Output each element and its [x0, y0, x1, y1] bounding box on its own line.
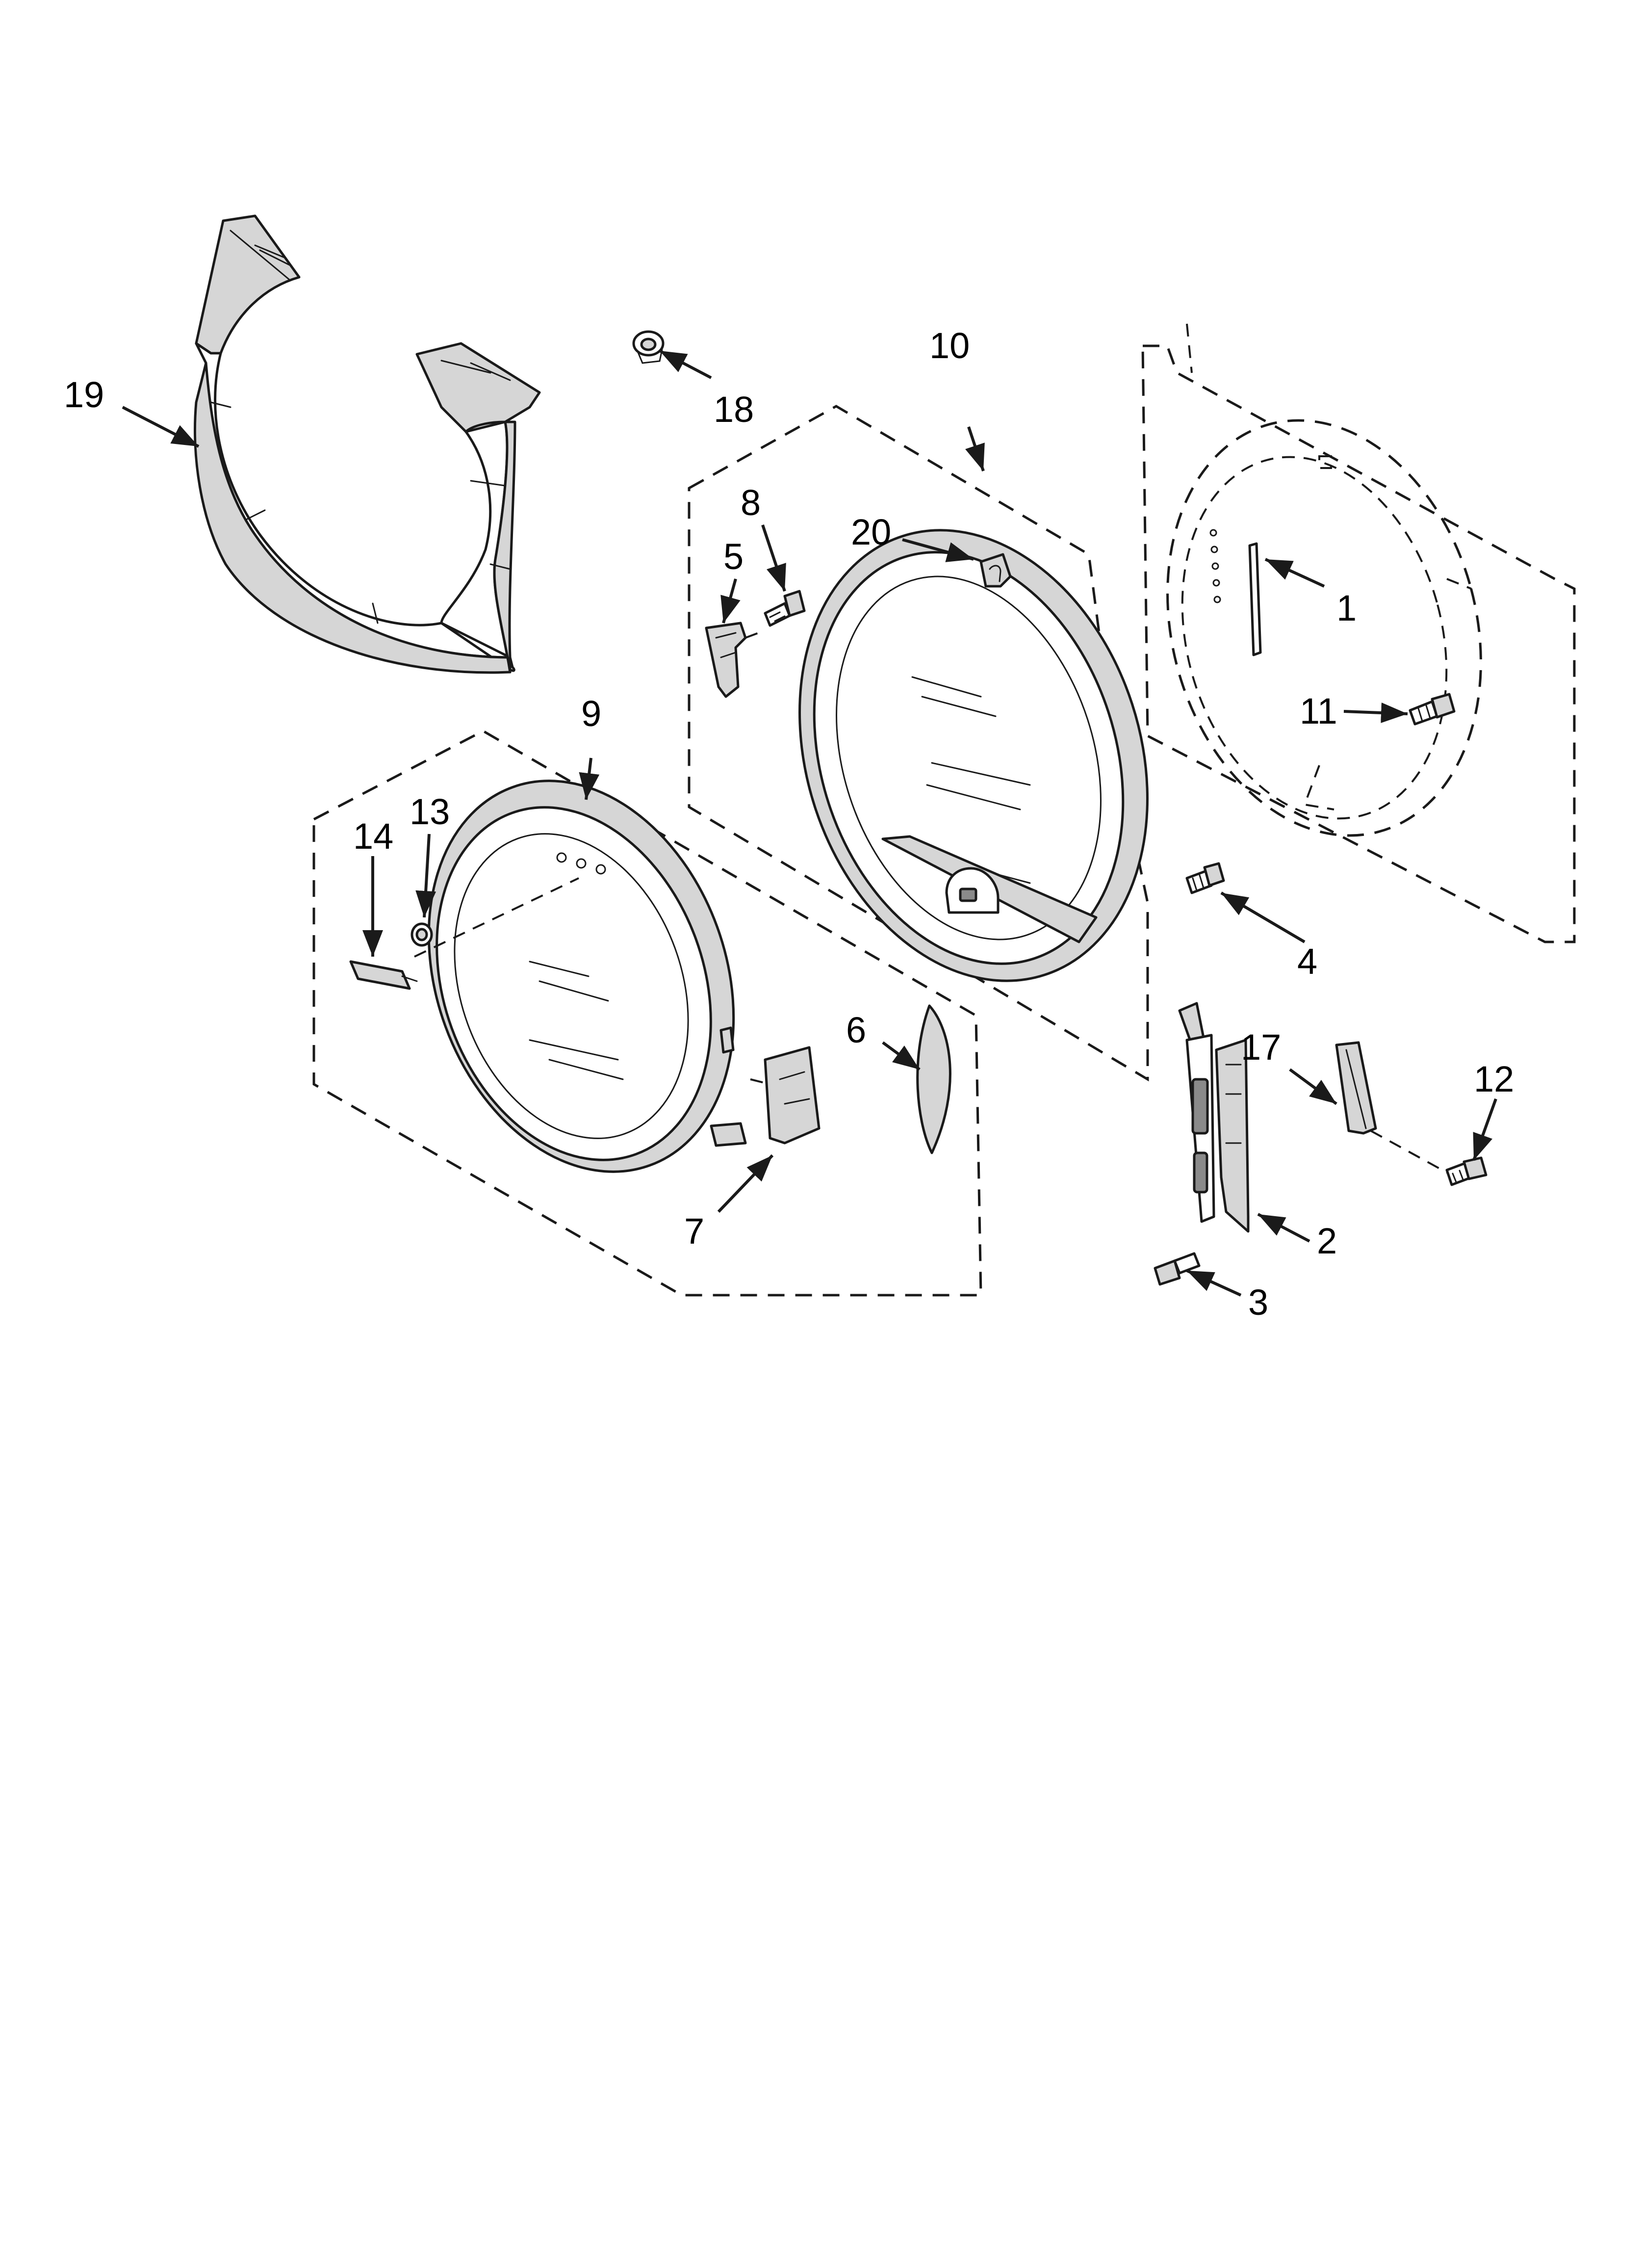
- part-10-inner-door: [798, 529, 1149, 982]
- part-1-strike: [1248, 542, 1262, 656]
- part-14-cover-plate: [349, 960, 418, 990]
- callout-17: 17: [1241, 1027, 1281, 1068]
- part-4-screw: [1185, 862, 1225, 894]
- part-12-screw: [1445, 1156, 1488, 1186]
- callout-2: 2: [1317, 1221, 1337, 1261]
- callout-11: 11: [1300, 691, 1337, 731]
- part-9-outer-door: [414, 780, 747, 1173]
- callout-14: 14: [353, 816, 393, 857]
- callout-10: 10: [929, 325, 970, 366]
- part-18-plug: [632, 330, 665, 364]
- callout-12: 12: [1474, 1059, 1514, 1099]
- part-8-screw: [764, 590, 806, 627]
- leader-arrows: [122, 349, 1497, 1297]
- callout-13: 13: [410, 791, 450, 832]
- part-2-hinge: [1178, 1002, 1250, 1233]
- callout-9: 9: [581, 693, 601, 734]
- callout-5: 5: [723, 536, 744, 577]
- group-boundary-10: [688, 405, 1149, 1082]
- callout-7: 7: [684, 1211, 704, 1251]
- callout-8: 8: [741, 482, 761, 523]
- callout-20: 20: [851, 512, 891, 552]
- part-7-handle: [750, 1046, 821, 1145]
- cabinet-front-panel-phantom: [1141, 323, 1576, 943]
- part-19-front-trim-ring: [194, 214, 541, 674]
- callout-labels: 19 18 10 8 5 20 1 11 4 9 13 14 6 7 17 12…: [64, 325, 1514, 1323]
- callout-3: 3: [1248, 1282, 1268, 1323]
- part-20-bumper: [979, 553, 1012, 588]
- callout-19: 19: [64, 374, 104, 415]
- callout-18: 18: [714, 389, 754, 430]
- part-3-screw: [1154, 1252, 1201, 1286]
- group-boundary-9: [312, 730, 982, 1297]
- callout-4: 4: [1297, 941, 1317, 982]
- callout-6: 6: [846, 1010, 866, 1050]
- part-17-handle-insert: [1335, 1041, 1447, 1173]
- part-6-lens: [916, 1004, 951, 1154]
- callout-1: 1: [1336, 588, 1357, 628]
- part-13-washer: [410, 922, 433, 947]
- part-11-screw: [1409, 693, 1456, 726]
- part-5-hinge-bracket: [705, 622, 766, 698]
